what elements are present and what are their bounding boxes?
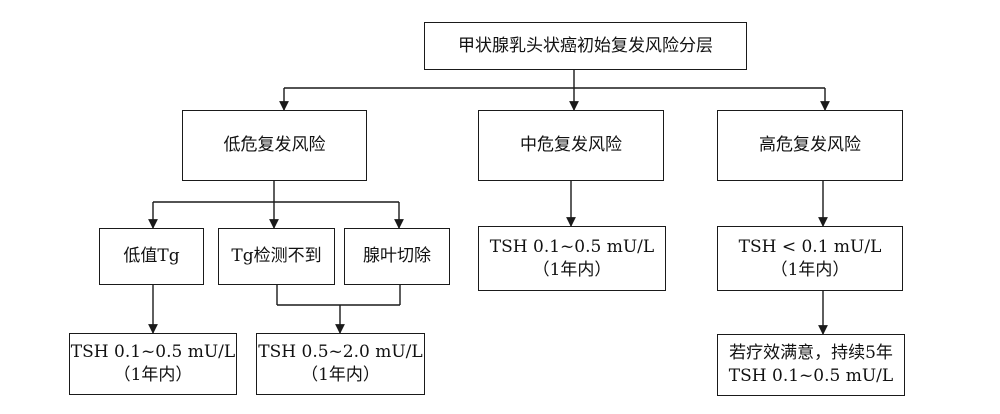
low-risk-node: 低危复发风险 [182,110,367,181]
tg-undetectable-label: Tg检测不到 [231,246,322,266]
high-followup-node: 若疗效满意，持续5年 TSH 0.1~0.5 mU/L [717,334,905,396]
low-tg-node: 低值Tg [99,228,204,285]
mid-target-line2: （1年内） [532,259,612,280]
high-followup-line2: TSH 0.1~0.5 mU/L [728,366,894,386]
root-label: 甲状腺乳头状癌初始复发风险分层 [458,35,713,56]
low-target-2-node: TSH 0.5~2.0 mU/L （1年内） [256,333,425,395]
low-target-1-node: TSH 0.1~0.5 mU/L （1年内） [69,333,237,395]
lobectomy-node: 腺叶切除 [344,228,450,285]
high-followup-line1: 若疗效满意，持续5年 [729,343,893,363]
low-target-2-line1: TSH 0.5~2.0 mU/L [258,342,423,362]
high-target-node: TSH < 0.1 mU/L （1年内） [717,226,903,291]
high-risk-node: 高危复发风险 [717,110,903,181]
high-target-line1: TSH < 0.1 mU/L [738,236,882,257]
mid-risk-label: 中危复发风险 [520,135,622,155]
low-risk-label: 低危复发风险 [223,135,326,155]
high-target-line2: （1年内） [770,259,850,280]
low-target-2-line2: （1年内） [301,365,380,385]
tg-undetectable-node: Tg检测不到 [218,228,335,285]
high-risk-label: 高危复发风险 [759,135,861,155]
low-target-1-line1: TSH 0.1~0.5 mU/L [70,342,236,362]
root-node: 甲状腺乳头状癌初始复发风险分层 [424,22,747,70]
low-tg-label: 低值Tg [123,246,180,266]
lobectomy-label: 腺叶切除 [363,246,431,266]
low-target-1-line2: （1年内） [113,365,193,385]
mid-target-line1: TSH 0.1~0.5 mU/L [489,236,655,257]
mid-target-node: TSH 0.1~0.5 mU/L （1年内） [478,226,666,291]
mid-risk-node: 中危复发风险 [478,110,664,181]
